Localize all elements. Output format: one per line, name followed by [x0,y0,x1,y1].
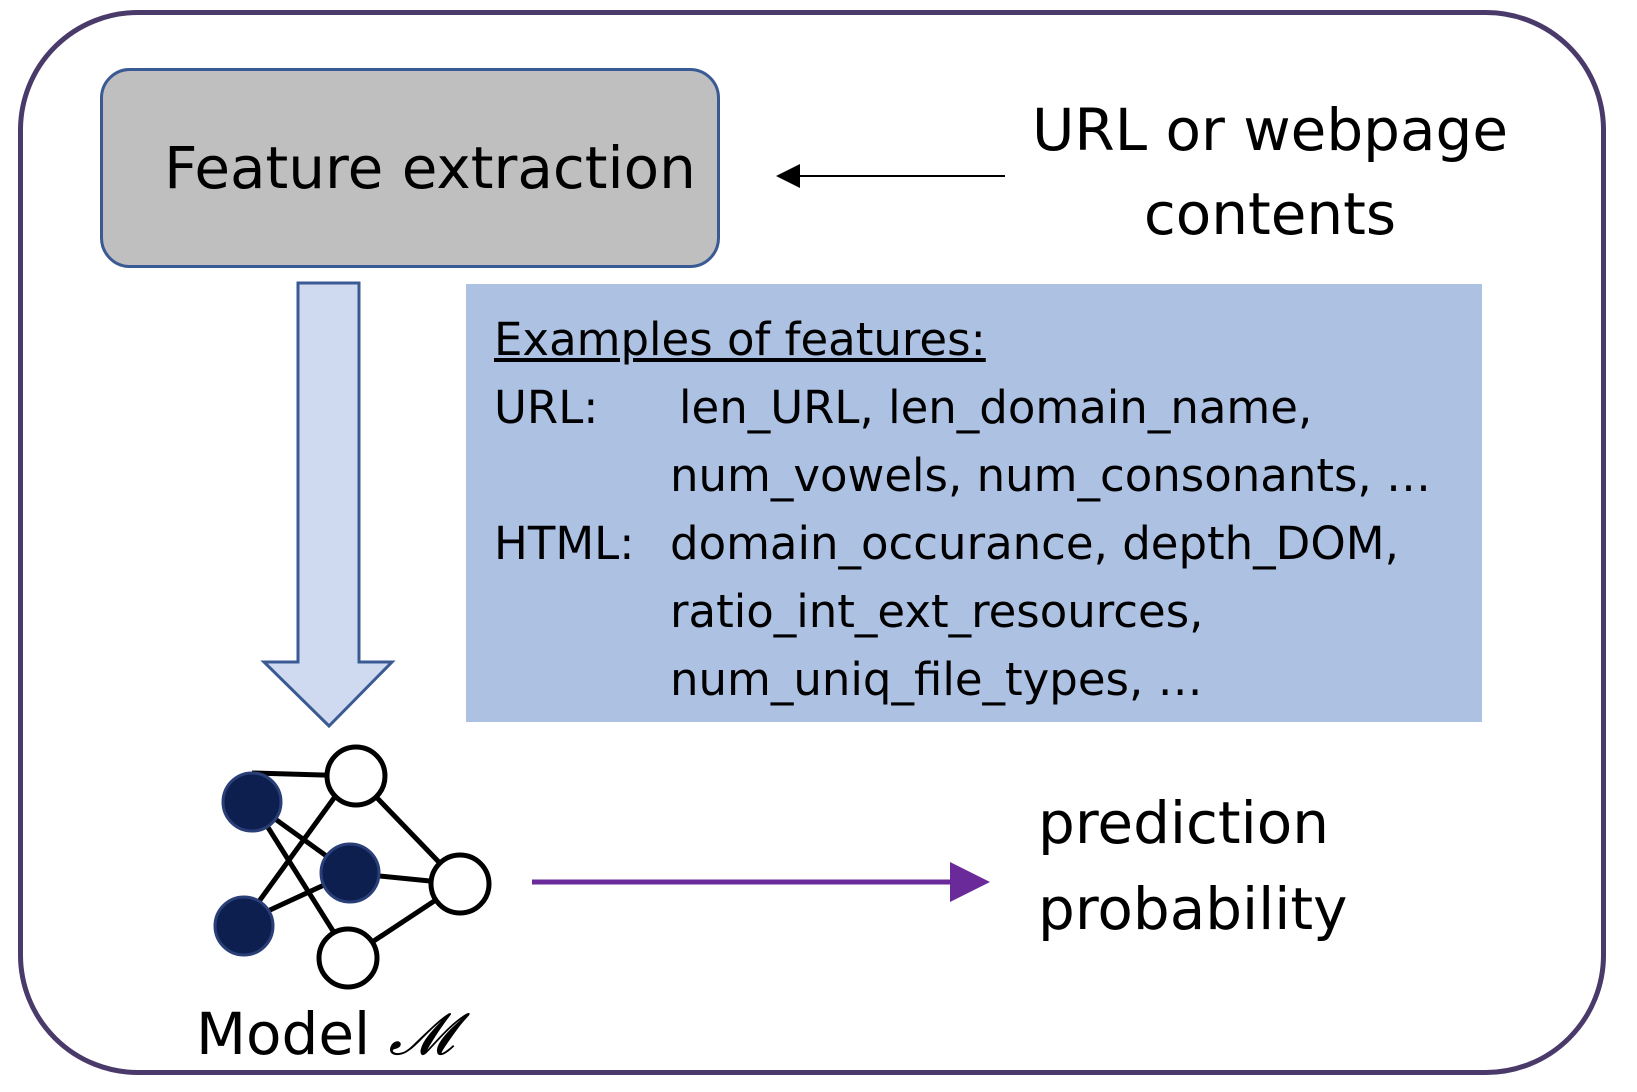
output-line-2: probability [1038,875,1348,943]
feature-group-label: HTML: [494,517,635,570]
feature-list: num_vowels, num_consonants, … [670,449,1432,502]
feature-example-row: num_uniq_file_types, … [494,646,1482,714]
diagram-frame [18,10,1606,1075]
hidden-neuron-icon [316,926,380,990]
feature-example-row: num_vowels, num_consonants, … [494,442,1482,510]
model-label: Model 𝓜 [196,1005,454,1063]
feature-examples-heading: Examples of features: [494,313,986,366]
block-down-arrow [260,281,396,729]
feature-extraction-box: Feature extraction [100,68,720,268]
output-line-1: prediction [1038,789,1329,857]
input-source-line-1: URL or webpage [1031,96,1509,164]
input-source-label: URL or webpage contents [1000,88,1540,256]
model-label-text: Model [196,1000,371,1068]
output-label: prediction probability [1038,780,1347,952]
feature-examples-box: Examples of features: URL: len_URL, len_… [466,284,1482,722]
feature-list: ratio_int_ext_resources, [670,585,1204,638]
hidden-neuron-icon [324,744,388,808]
hidden-neuron-icon [319,842,381,904]
feature-example-row: URL: len_URL, len_domain_name, [494,374,1482,442]
input-arrow [776,164,1005,188]
output-neuron-icon [428,852,492,916]
feature-group-label: URL: [494,381,599,434]
feature-example-row: ratio_int_ext_resources, [494,578,1482,646]
feature-extraction-title: Feature extraction [164,134,696,202]
input-neuron-icon [221,771,283,833]
feature-list: domain_occurance, depth_DOM, [670,517,1399,570]
input-neuron-icon [213,895,275,957]
feature-list: len_URL, len_domain_name, [679,381,1313,434]
model-symbol: 𝓜 [388,1000,454,1068]
feature-list: num_uniq_file_types, … [670,653,1203,706]
input-source-line-2: contents [1143,180,1397,248]
neural-network-nodes [213,744,492,990]
feature-example-row: HTML: domain_occurance, depth_DOM, [494,510,1482,578]
output-arrow [532,862,990,902]
